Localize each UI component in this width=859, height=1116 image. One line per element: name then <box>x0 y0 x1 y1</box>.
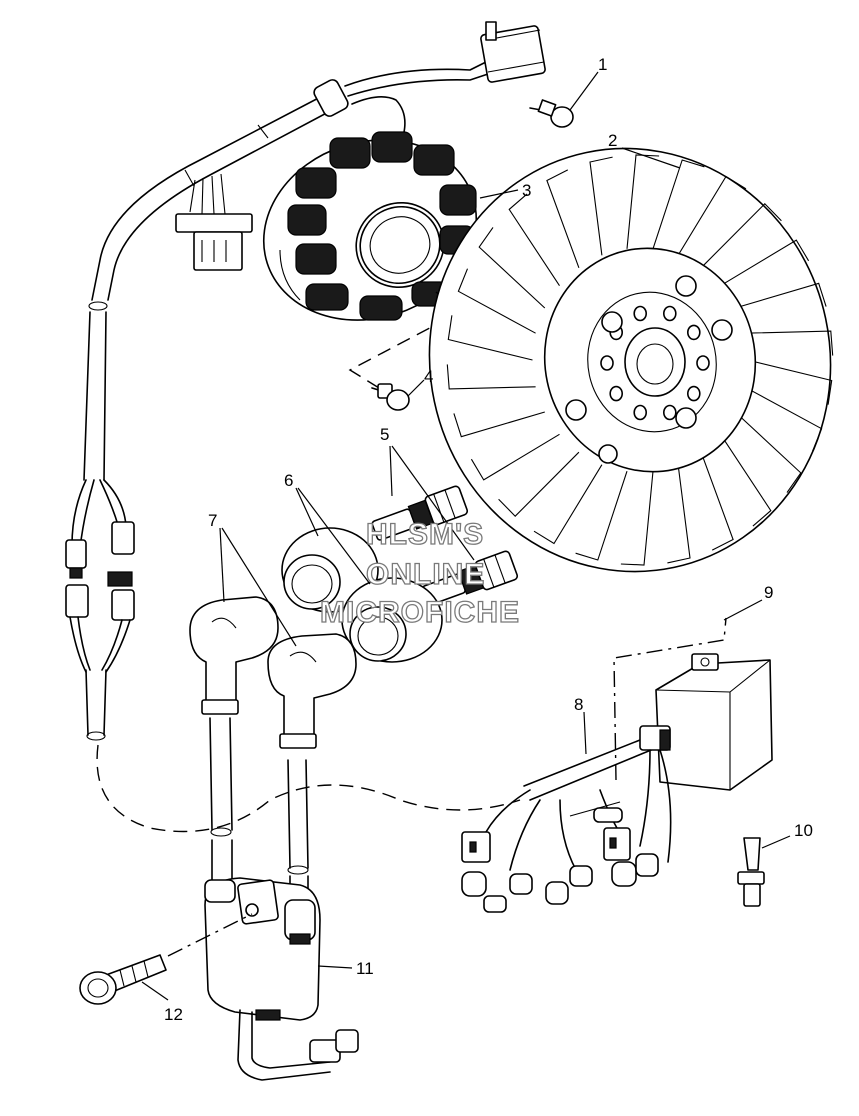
fan-blade <box>744 386 823 452</box>
fan-blade <box>575 471 628 561</box>
fan-blade <box>447 315 533 361</box>
fan-blade <box>677 175 747 256</box>
fan-blade <box>470 433 560 481</box>
fan-blade <box>533 464 603 545</box>
part-11-ignition-coil <box>204 877 359 1081</box>
hub-hole <box>633 305 648 322</box>
callout-10: 10 <box>794 821 813 840</box>
stator-mount-dashed-line <box>348 291 462 397</box>
callout-6: 6 <box>284 471 293 490</box>
fan-blade <box>508 193 560 287</box>
fan-blade <box>453 411 545 438</box>
part-8-sub-harness <box>461 725 672 913</box>
fan-blade <box>478 227 546 309</box>
harness-route-dashed-line <box>96 744 521 833</box>
part-2-flywheel <box>428 147 834 573</box>
part-12-bolt <box>79 954 167 1005</box>
hub-hole <box>696 355 710 371</box>
hub-hole <box>686 385 701 402</box>
callout-11: 11 <box>356 959 374 978</box>
stator-wire-harness <box>65 61 489 741</box>
part-4-screw <box>371 383 410 411</box>
bolt-axis-line <box>167 913 253 957</box>
part-7-plug-boots <box>189 596 357 749</box>
fan-blade <box>734 411 802 493</box>
callout-labels: 1 2 3 4 5 6 7 8 9 10 11 12 <box>164 55 813 1024</box>
hub-hole <box>662 305 677 322</box>
fan-blade <box>735 282 827 309</box>
callout-9: 9 <box>764 583 773 602</box>
hub-hole <box>633 404 648 421</box>
callout-7: 7 <box>208 511 217 530</box>
callout-8: 8 <box>574 695 583 714</box>
part-1-bracket-screw <box>480 21 574 128</box>
fan-blade <box>626 154 660 249</box>
fan-blade <box>667 464 691 564</box>
watermark-line-1: HLSM'S <box>366 518 484 551</box>
fan-blade <box>652 159 705 249</box>
fan-blade <box>457 268 536 334</box>
callout-5: 5 <box>380 425 389 444</box>
fan-blade <box>620 471 654 566</box>
part-9-module-box <box>655 653 773 791</box>
hub-hole <box>609 385 624 402</box>
callout-1: 1 <box>598 55 607 74</box>
part-5-spark-plugs <box>371 485 519 606</box>
part-10-terminal <box>737 837 765 907</box>
fan-blade <box>589 156 613 256</box>
hub-hole <box>600 355 614 371</box>
fan-blade <box>744 330 834 356</box>
callout-leaders <box>141 71 791 1001</box>
part-6-caps <box>281 527 443 663</box>
callout-12: 12 <box>164 1005 183 1024</box>
fan-blade <box>498 451 580 517</box>
fan-blade <box>720 239 810 287</box>
hub-hole <box>662 404 677 421</box>
hub-hole <box>686 324 701 341</box>
callout-3: 3 <box>522 181 531 200</box>
fan-blade <box>700 203 782 269</box>
watermark-line-3: MICROFICHE <box>320 596 520 629</box>
fan-blade <box>446 364 536 390</box>
fan-blade <box>747 359 833 405</box>
part-3-stator <box>262 131 478 321</box>
watermark: HLSM'S ONLINE MICROFICHE <box>319 517 520 629</box>
fan-blade <box>720 433 772 527</box>
fan-blade <box>700 452 734 551</box>
callout-4: 4 <box>424 367 433 386</box>
module-mount-line <box>613 617 727 781</box>
callout-2: 2 <box>608 131 617 150</box>
watermark-line-2: ONLINE <box>366 558 485 591</box>
fan-blade <box>546 169 580 268</box>
